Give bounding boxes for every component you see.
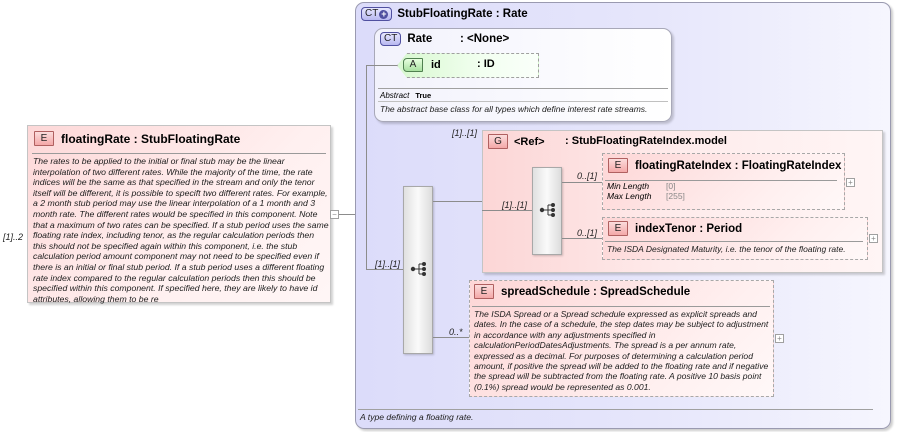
abstract-label: Abstract: [380, 91, 410, 100]
element-name: indexTenor: [635, 222, 697, 235]
element-type: SpreadSchedule: [600, 285, 691, 298]
complex-type-name: StubFloatingRate: [397, 8, 493, 20]
element-documentation: The ISDA Designated Maturity, i.e. the t…: [607, 244, 846, 254]
base-type-documentation: The abstract base class for all types wh…: [380, 104, 648, 114]
element-indexTenor[interactable]: [602, 217, 868, 260]
facet-value: [255]: [666, 190, 685, 201]
facet-value: [0]: [666, 181, 676, 191]
element-type: Period: [706, 222, 743, 235]
complex-type-documentation: A type defining a floating rate.: [360, 412, 474, 422]
expand-icon[interactable]: +: [846, 178, 855, 187]
expand-icon[interactable]: +: [869, 234, 878, 243]
facet-label: Max Length: [607, 190, 652, 201]
base-type-badge: CT: [380, 32, 402, 46]
element-documentation: The rates to be applied to the initial o…: [33, 156, 329, 304]
base-type-name: Rate: [407, 33, 433, 45]
collapse-icon[interactable]: −: [330, 210, 339, 219]
element-floatingRateIndex[interactable]: [602, 153, 845, 210]
group-badge: G: [488, 134, 508, 149]
root-multiplicity: [1]..2: [3, 232, 24, 242]
base-type-base: <None>: [467, 33, 510, 45]
facet-label: Min Length: [607, 181, 650, 191]
element-floatingRate[interactable]: E floatingRate : StubFloatingRate The ra…: [27, 125, 331, 304]
element-spreadSchedule[interactable]: [469, 280, 774, 397]
plus-circle-icon: +: [379, 8, 389, 19]
attribute-name: id: [431, 59, 441, 71]
attribute-badge: A: [403, 58, 423, 72]
spread-multiplicity: 0..*: [449, 327, 463, 337]
element-badge: E: [608, 221, 628, 236]
abstract-value: True: [415, 91, 432, 100]
complex-type-base: Rate: [502, 8, 528, 20]
floatingRateIndex-multiplicity: 0..[1]: [577, 171, 598, 181]
element-documentation: The ISDA Spread or a Spread schedule exp…: [474, 309, 769, 392]
sequence-icon: [539, 203, 555, 217]
complex-type-badge: CT +: [361, 7, 393, 21]
element-badge: E: [608, 158, 628, 173]
element-type: StubFloatingRate: [141, 131, 241, 146]
inner-sequence-multiplicity: [1]..[1]: [502, 200, 528, 210]
group-multiplicity: [1]..[1]: [452, 128, 478, 138]
expand-icon[interactable]: +: [775, 334, 784, 343]
element-name: floatingRate: [61, 131, 131, 146]
element-badge: E: [474, 284, 494, 299]
sequence-icon: [410, 262, 426, 276]
element-badge: E: [34, 131, 54, 146]
indexTenor-multiplicity: 0..[1]: [577, 228, 598, 238]
inner-sequence-compositor[interactable]: [532, 167, 562, 255]
sequence-compositor[interactable]: [403, 186, 433, 354]
sequence-multiplicity: [1]..[1]: [375, 259, 401, 269]
attribute-type: ID: [483, 58, 495, 70]
element-name: floatingRateIndex: [635, 159, 732, 172]
group-name: <Ref>: [514, 135, 545, 148]
element-type: FloatingRateIndex: [741, 159, 842, 172]
group-type: StubFloatingRateIndex.model: [571, 135, 727, 147]
element-name: spreadSchedule: [501, 285, 590, 298]
